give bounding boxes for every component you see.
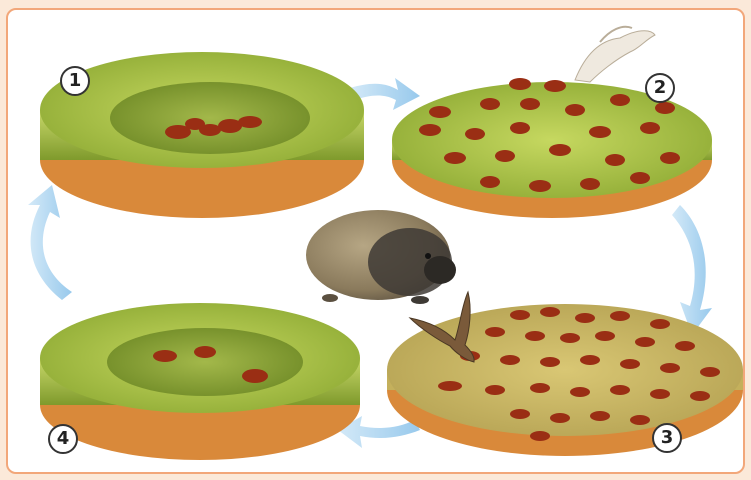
snowy-owl-icon [575, 27, 655, 82]
cycle-arrow-4-to-1 [28, 185, 72, 300]
stage-2-disc [392, 27, 712, 218]
stage-2-badge: 2 [645, 73, 675, 103]
stage-4-badge: 4 [48, 424, 78, 454]
stage-3-badge: 3 [652, 423, 682, 453]
cycle-arrow-2-to-3 [672, 205, 712, 335]
center-lemming-icon [306, 210, 456, 304]
stage-4-disc [40, 303, 360, 460]
stage-1-badge: 1 [60, 66, 90, 96]
